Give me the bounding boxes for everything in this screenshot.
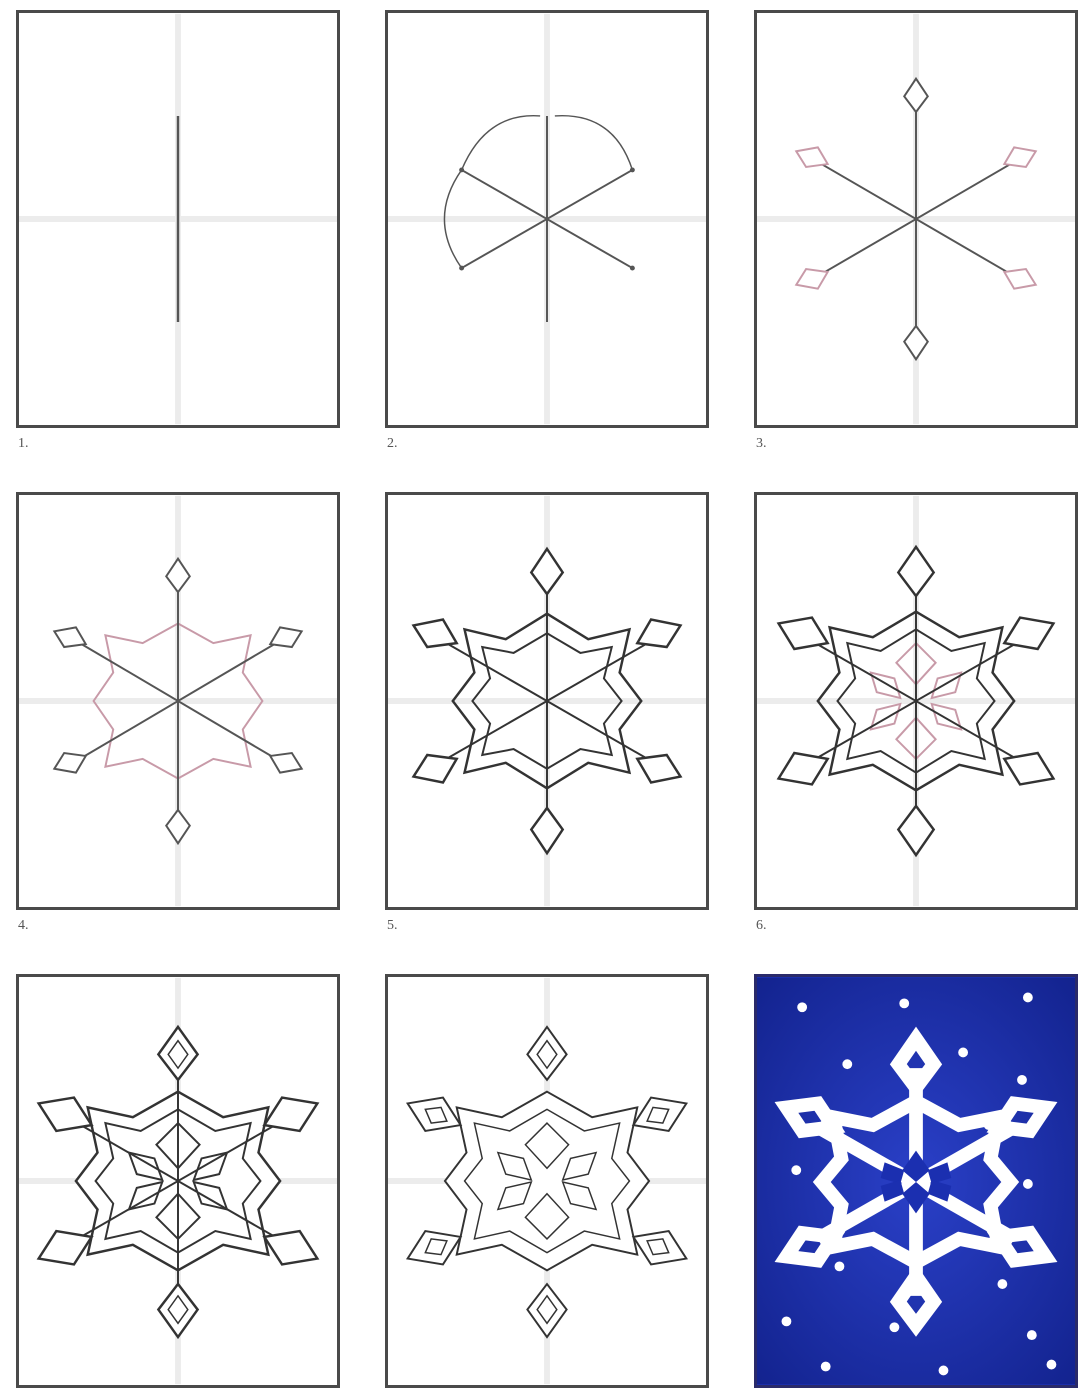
step-7-panel xyxy=(16,974,340,1388)
step-2-number: 2. xyxy=(387,436,398,452)
step-2-drawing xyxy=(388,13,706,425)
final-snowflake-drawing xyxy=(757,977,1075,1385)
step-3-panel xyxy=(754,10,1078,428)
step-1-panel xyxy=(16,10,340,428)
step-1-number: 1. xyxy=(18,436,29,452)
step-3-number: 3. xyxy=(756,436,767,452)
step-5-drawing xyxy=(388,495,706,907)
step-5-number: 5. xyxy=(387,918,398,934)
step-6-number: 6. xyxy=(756,918,767,934)
step-7-drawing xyxy=(19,977,337,1385)
step-8-drawing xyxy=(388,977,706,1385)
step-4-panel xyxy=(16,492,340,910)
step-4-number: 4. xyxy=(18,918,29,934)
step-4-drawing xyxy=(19,495,337,907)
step-6-panel xyxy=(754,492,1078,910)
step-6-drawing xyxy=(757,495,1075,907)
step-2-panel xyxy=(385,10,709,428)
step-5-panel xyxy=(385,492,709,910)
step-8-panel xyxy=(385,974,709,1388)
step-1-drawing xyxy=(19,13,337,425)
angle-arc-top-right xyxy=(555,116,633,170)
step-3-drawing xyxy=(757,13,1075,425)
angle-arc-top-left xyxy=(462,116,541,170)
final-colored-panel xyxy=(754,974,1078,1388)
